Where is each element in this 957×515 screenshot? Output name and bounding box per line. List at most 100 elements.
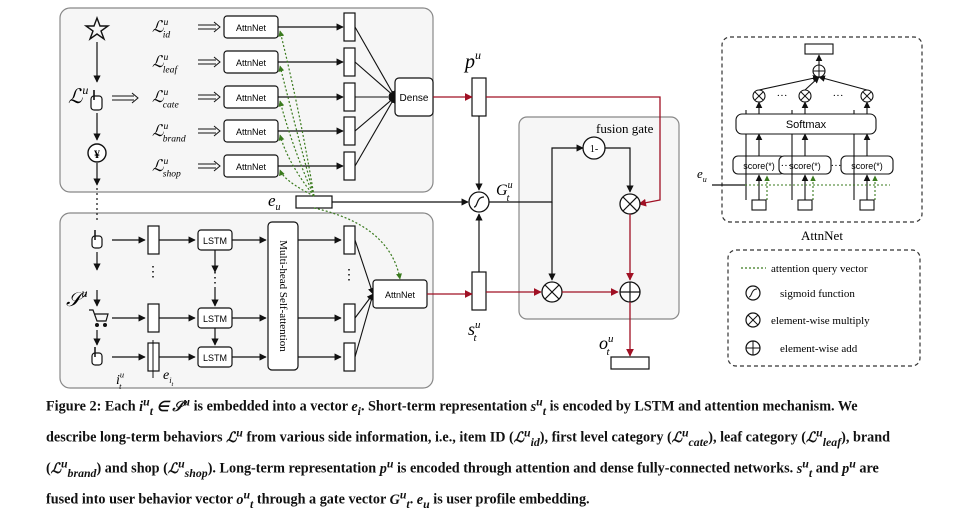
lu-to-cate-arrow <box>112 92 139 104</box>
arrow <box>354 26 396 98</box>
multiply-node-bottom <box>541 281 563 303</box>
su-vector <box>471 271 487 311</box>
attention-query-line <box>278 65 315 197</box>
eit-label: eit <box>163 368 174 388</box>
ellipsis: ⋮ <box>208 271 222 286</box>
star-icon <box>83 16 111 41</box>
lstm-label: LSTM <box>203 353 227 363</box>
legend-label-3: element-wise add <box>780 343 858 355</box>
input-vector <box>859 199 875 211</box>
dots: ··· <box>833 90 844 102</box>
arrow <box>354 96 396 167</box>
vector-box <box>343 116 356 146</box>
ellipsis: ⋮ <box>342 268 356 283</box>
vector-box <box>343 82 356 112</box>
softmax-box <box>735 113 877 135</box>
lstm-label: LSTM <box>203 236 227 246</box>
double-arrow <box>198 21 221 33</box>
attnnet-label: AttnNet <box>236 58 267 68</box>
multiply-icon <box>860 89 874 103</box>
one-minus-node: 1- <box>582 136 606 160</box>
attnnet-detail-title: AttnNet <box>801 228 843 243</box>
dots: ··· <box>777 90 788 102</box>
vector-box <box>343 225 356 255</box>
dots: ··· <box>831 160 842 172</box>
attnnet-eu-label: eu <box>697 166 707 184</box>
input-vector <box>797 199 813 211</box>
lstm-label: LSTM <box>203 314 227 324</box>
hand-cursor-icon <box>91 230 103 249</box>
multiply-icon <box>798 89 812 103</box>
self-attention-label: Multi-head Self-attention <box>277 240 289 352</box>
attention-query-line <box>279 169 315 197</box>
arrow <box>354 293 375 358</box>
hand-cursor-icon <box>90 90 103 111</box>
ellipsis: ⋮ <box>146 265 160 280</box>
arrow <box>354 96 396 132</box>
attnnet-label: AttnNet <box>236 93 267 103</box>
attnnet-label: AttnNet <box>236 127 267 137</box>
attnnet-label: AttnNet <box>236 23 267 33</box>
svg-text:AttnNet: AttnNet <box>385 290 416 300</box>
double-arrow <box>198 160 221 172</box>
vector-box <box>343 47 356 77</box>
attention-query-line <box>278 30 315 197</box>
arrow <box>758 75 820 91</box>
score-label: score(*) <box>743 161 775 171</box>
arrow <box>818 75 868 91</box>
dots: ··· <box>781 160 792 172</box>
eu-vector <box>295 195 333 209</box>
pu-vector <box>471 77 487 117</box>
vector-box <box>343 342 356 372</box>
legend-label-0: attention query vector <box>771 263 868 275</box>
attention-query-line <box>313 207 402 280</box>
sigmoid-node <box>468 191 490 213</box>
svg-text:1-: 1- <box>590 144 598 155</box>
legend-sigmoid-icon <box>745 285 761 301</box>
cart-icon <box>89 309 109 327</box>
attnnet-detail-panel <box>721 36 923 223</box>
embedding-vector <box>147 303 160 333</box>
double-arrow <box>198 125 221 137</box>
legend-add-icon <box>745 340 761 356</box>
dense-label: Dense <box>400 93 429 104</box>
add-icon <box>812 64 826 78</box>
vector-box <box>343 151 356 181</box>
svg-text:¥: ¥ <box>94 147 100 161</box>
arrow <box>804 76 820 91</box>
fusion-gate-panel <box>518 116 680 320</box>
attention-query-line <box>278 134 315 197</box>
add-node <box>619 281 641 303</box>
attention-query-lines <box>278 30 402 280</box>
legend-panel <box>727 249 921 367</box>
eu-label: eu <box>268 191 281 213</box>
score-label: score(*) <box>851 161 883 171</box>
self-attention-box <box>267 221 299 371</box>
input-vector <box>751 199 767 211</box>
fusion-gate-label: fusion gate <box>596 121 654 136</box>
figure-caption: Figure 2: Each iut ∈ 𝒮u is embedded into… <box>46 394 891 511</box>
ou-vector <box>610 356 650 370</box>
arrow <box>354 61 396 98</box>
legend-label-2: element-wise multiply <box>771 315 870 327</box>
multiply-icon <box>752 89 766 103</box>
attnnet-label: AttnNet <box>236 162 267 172</box>
embedding-vector <box>147 225 160 255</box>
legend-label-1: sigmoid function <box>780 288 855 300</box>
hand-cursor-icon <box>91 347 103 366</box>
lu-label: ℒu <box>68 83 88 108</box>
double-arrow <box>198 56 221 68</box>
double-arrow <box>198 91 221 103</box>
attention-query-line <box>278 100 315 197</box>
arrow <box>354 239 375 295</box>
